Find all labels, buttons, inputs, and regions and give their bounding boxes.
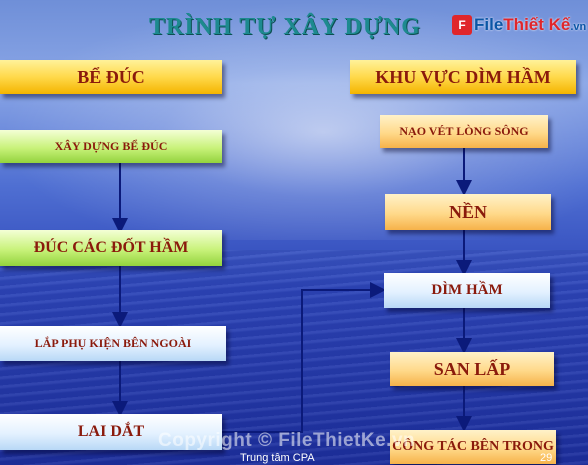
left-header-be-duc: BỂ ĐÚC bbox=[0, 60, 222, 94]
step-dim-ham: DÌM HẦM bbox=[384, 273, 550, 308]
logo-suffix: .vn bbox=[570, 21, 587, 33]
logo-part1: File bbox=[474, 15, 504, 34]
logo-text: FileThiết Kế.vn bbox=[474, 15, 586, 35]
page-number: 29 bbox=[540, 452, 553, 464]
page-title: TRÌNH TỰ XÂY DỰNG bbox=[149, 14, 421, 40]
copyright-watermark: Copyright © FileThietKe.vn bbox=[158, 430, 416, 451]
step-duc-cac-dot-ham: ĐÚC CÁC ĐỐT HẦM bbox=[0, 230, 222, 266]
step-lap-phu-kien: LẮP PHỤ KIỆN BÊN NGOÀI bbox=[0, 326, 226, 361]
step-xay-dung-be-duc: XÂY DỰNG BỂ ĐÚC bbox=[0, 130, 222, 163]
step-nao-vet-long-song: NẠO VÉT LÒNG SÔNG bbox=[380, 115, 548, 148]
footer-text: Trung tâm CPA bbox=[240, 452, 315, 464]
site-logo: F FileThiết Kế.vn bbox=[452, 12, 586, 38]
step-san-lap: SAN LẤP bbox=[390, 352, 554, 386]
step-cong-tac-ben-trong: CÔNG TÁC BÊN TRONG bbox=[390, 430, 556, 464]
right-header-khu-vuc-dim-ham: KHU VỰC DÌM HẦM bbox=[350, 60, 576, 94]
step-nen: NỀN bbox=[385, 194, 551, 230]
step-lai-dat: LAI DẮT bbox=[0, 414, 222, 450]
logo-part2: Thiết Kế bbox=[503, 15, 571, 34]
connector-lai-dat-to-dim-ham bbox=[222, 282, 386, 433]
logo-icon: F bbox=[452, 15, 472, 35]
